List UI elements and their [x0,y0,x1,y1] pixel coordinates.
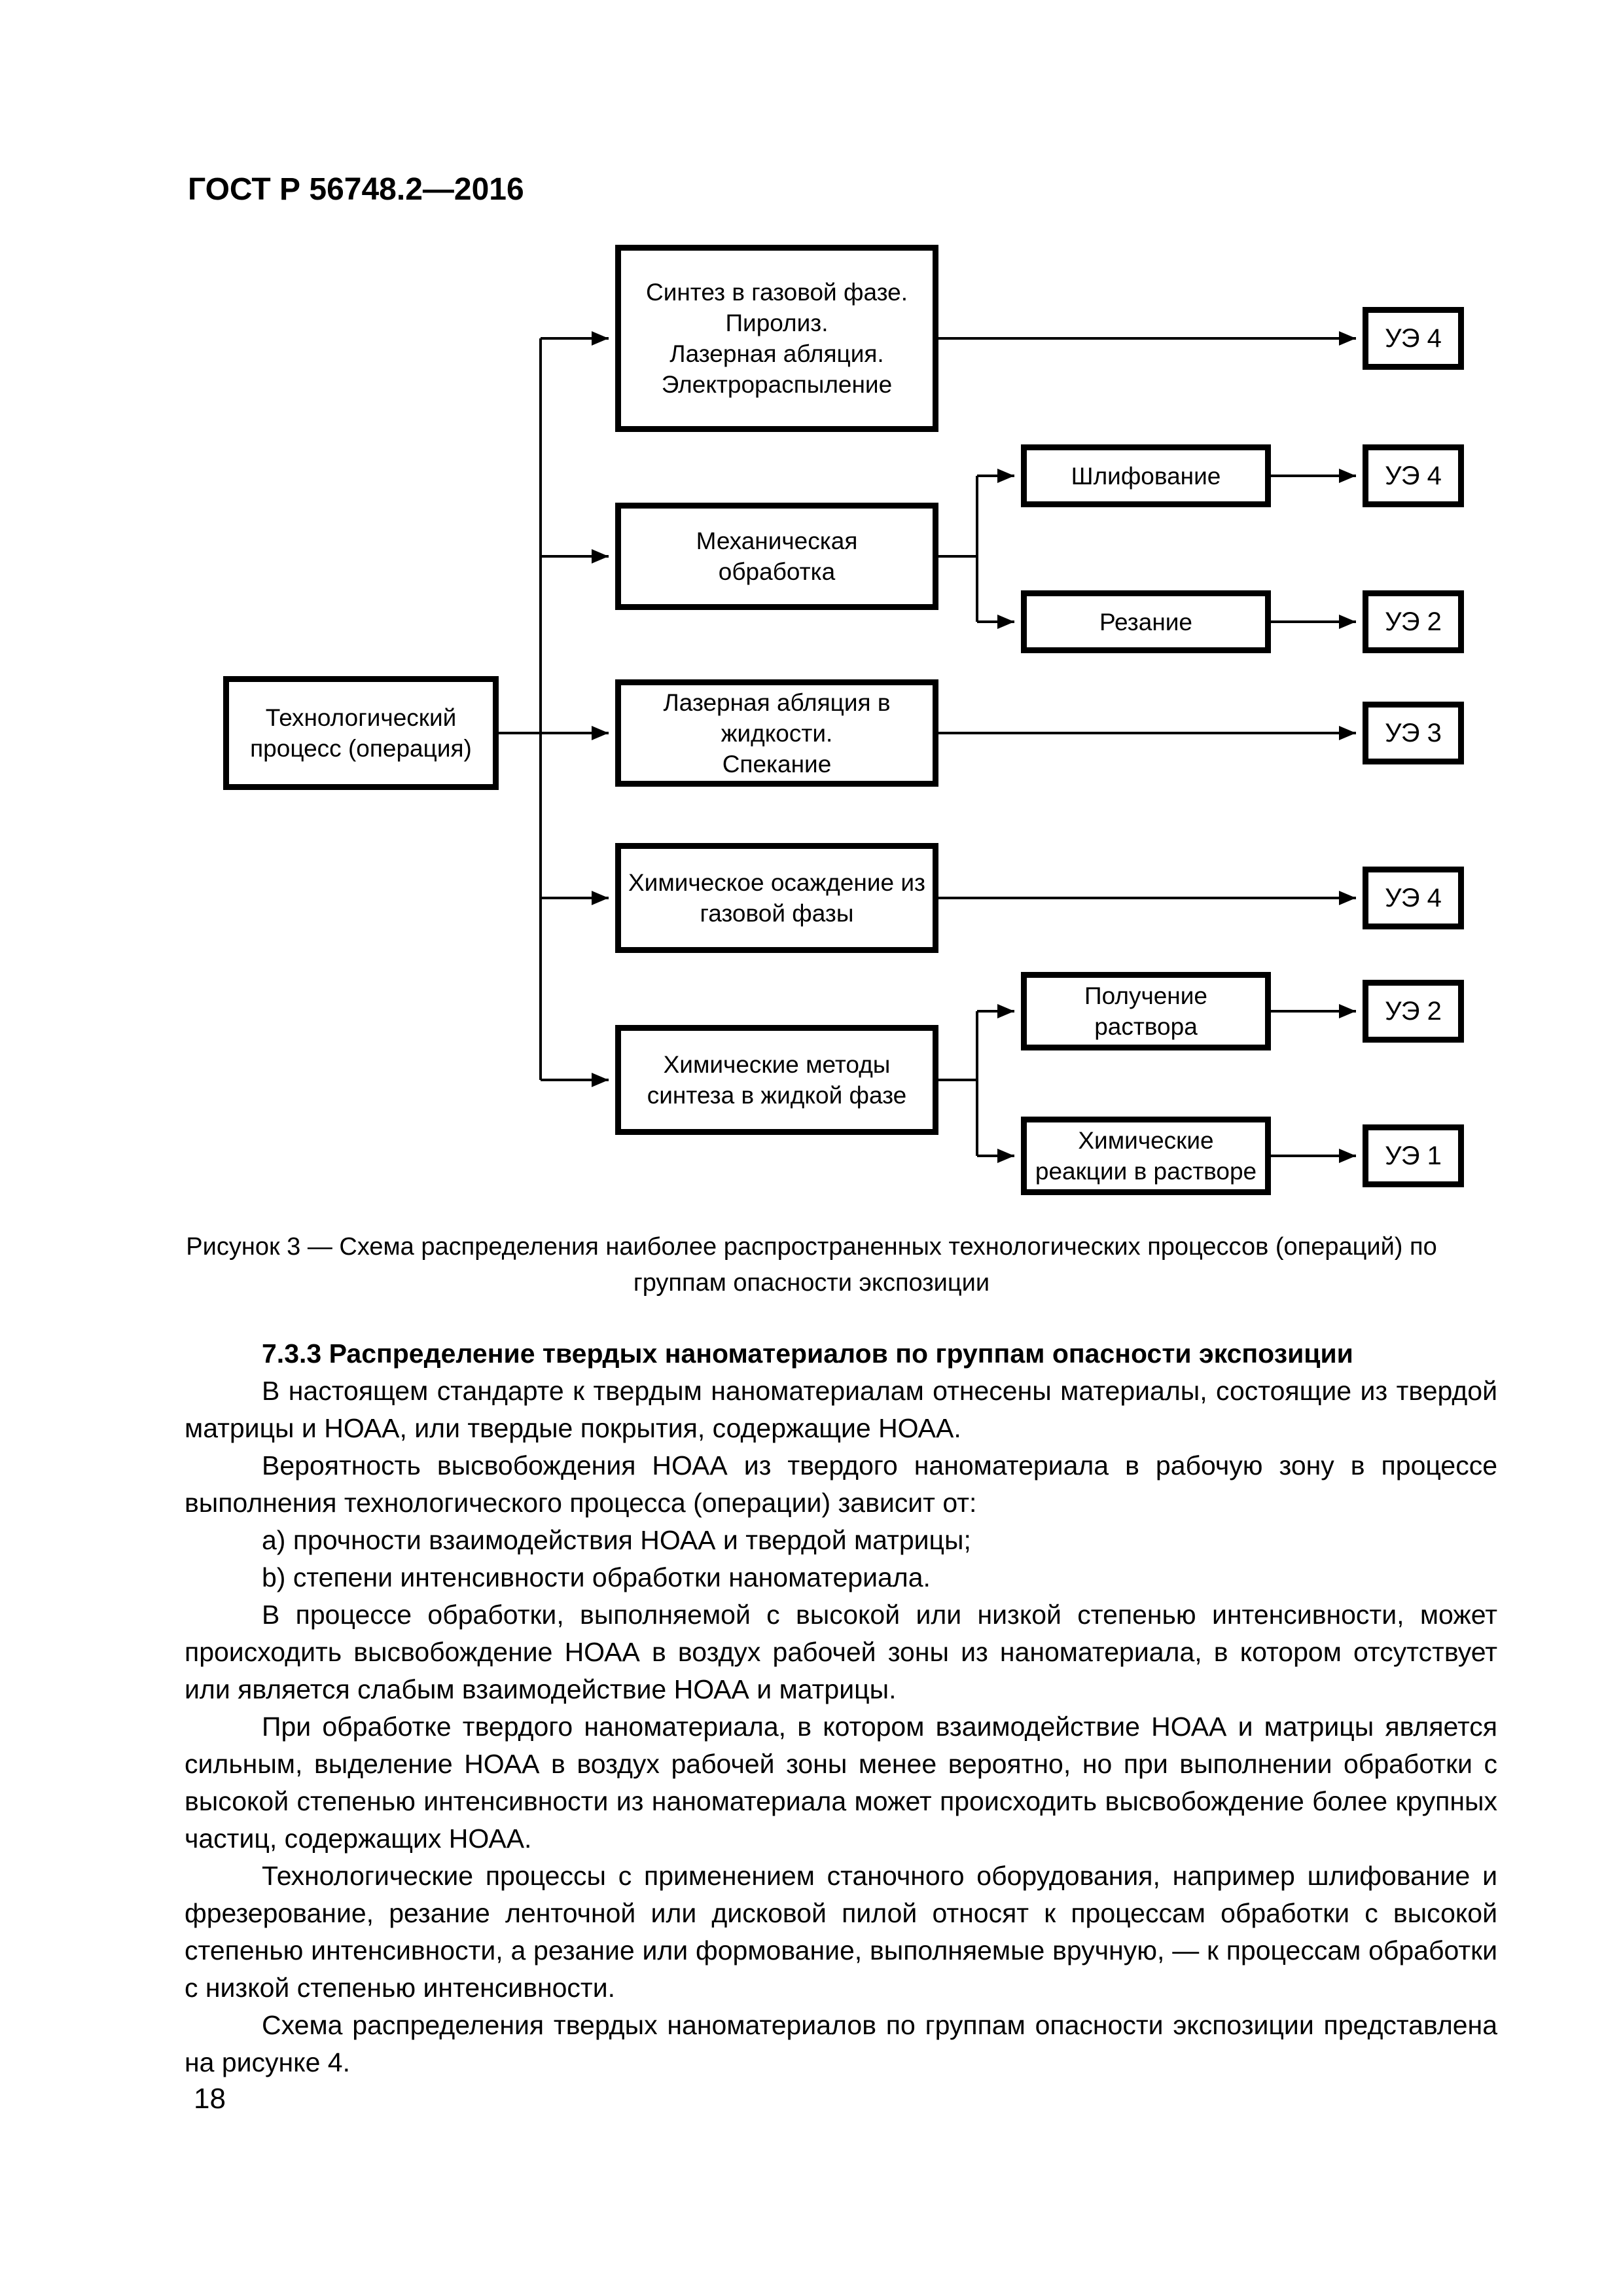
paragraph: При обработке твердого наноматериала, в … [185,1712,1497,1854]
node-ue-solution-prep: УЭ 2 [1363,980,1464,1043]
node-liquid-phase-synthesis: Химические методы синтеза в жидкой фазе [615,1025,938,1135]
node-ue-cvd: УЭ 4 [1363,867,1464,929]
paragraph: В процессе обработки, выполняемой с высо… [185,1600,1497,1704]
node-grinding-label: Шлифование [1071,462,1221,490]
node-ue-solution-react-label: УЭ 1 [1385,1141,1442,1170]
node-ue-solution-prep-label: УЭ 2 [1385,996,1442,1026]
list-item-b: b) степени интенсивности обработки наном… [262,1562,931,1592]
node-process-root-label: Технологический процесс (операция) [250,704,472,762]
node-chemical-vapor-deposition-label: Химическое осаждение из газовой фазы [628,869,925,927]
section-7-3-3: 7.3.3 Распределение твердых наноматериал… [185,1335,1497,2081]
node-cutting-label: Резание [1099,608,1193,636]
node-laser-ablation-liquid-label: Лазерная абляция в жидкости. Спекание [663,689,891,778]
node-gas-phase-synthesis: Синтез в газовой фазе. Пиролиз. Лазерная… [615,245,938,432]
list-item-a: a) прочности взаимодействия НОАА и тверд… [262,1525,971,1555]
node-ue-cutting: УЭ 2 [1363,590,1464,653]
node-liquid-phase-synthesis-label: Химические методы синтеза в жидкой фазе [647,1051,907,1109]
paragraph: Технологические процессы с применением с… [185,1861,1497,2003]
node-ue-solution-react: УЭ 1 [1363,1124,1464,1187]
node-cutting: Резание [1021,590,1271,653]
paragraph: Вероятность высвобождения НОАА из твердо… [185,1450,1497,1518]
node-ue-cvd-label: УЭ 4 [1385,883,1442,912]
node-mechanical-processing-label: Механическая обработка [696,528,858,585]
node-solution-reactions: Химические реакции в растворе [1021,1117,1271,1195]
node-ue-laser-label: УЭ 3 [1385,718,1442,747]
node-ue-cutting-label: УЭ 2 [1385,607,1442,636]
doc-number: ГОСТ Р 56748.2—2016 [188,172,524,207]
node-laser-ablation-liquid: Лазерная абляция в жидкости. Спекание [615,679,938,787]
section-heading: 7.3.3 Распределение твердых наноматериал… [262,1338,1353,1369]
paragraph: Схема распределения твердых наноматериал… [185,2010,1497,2077]
node-chemical-vapor-deposition: Химическое осаждение из газовой фазы [615,843,938,953]
paragraph: В настоящем стандарте к твердым наномате… [185,1376,1497,1443]
figure3-caption: Рисунок 3 — Схема распределения наиболее… [186,1233,1437,1297]
node-mechanical-processing: Механическая обработка [615,503,938,610]
node-solution-reactions-label: Химические реакции в растворе [1035,1127,1257,1185]
page-number: 18 [194,2083,226,2115]
figure3-flowchart: Технологический процесс (операция) Синте… [0,236,1623,1217]
node-ue-laser: УЭ 3 [1363,702,1464,764]
node-ue-grinding-label: УЭ 4 [1385,461,1442,490]
node-process-root: Технологический процесс (операция) [223,676,499,790]
node-ue-grinding: УЭ 4 [1363,444,1464,507]
figure3-connectors [499,331,1356,1163]
node-ue-synthesis-label: УЭ 4 [1385,323,1442,353]
node-solution-preparation: Получение раствора [1021,972,1271,1050]
node-ue-synthesis: УЭ 4 [1363,307,1464,370]
node-gas-phase-synthesis-label: Синтез в газовой фазе. Пиролиз. Лазерная… [645,279,908,398]
node-solution-preparation-label: Получение раствора [1084,982,1207,1040]
node-grinding: Шлифование [1021,444,1271,507]
